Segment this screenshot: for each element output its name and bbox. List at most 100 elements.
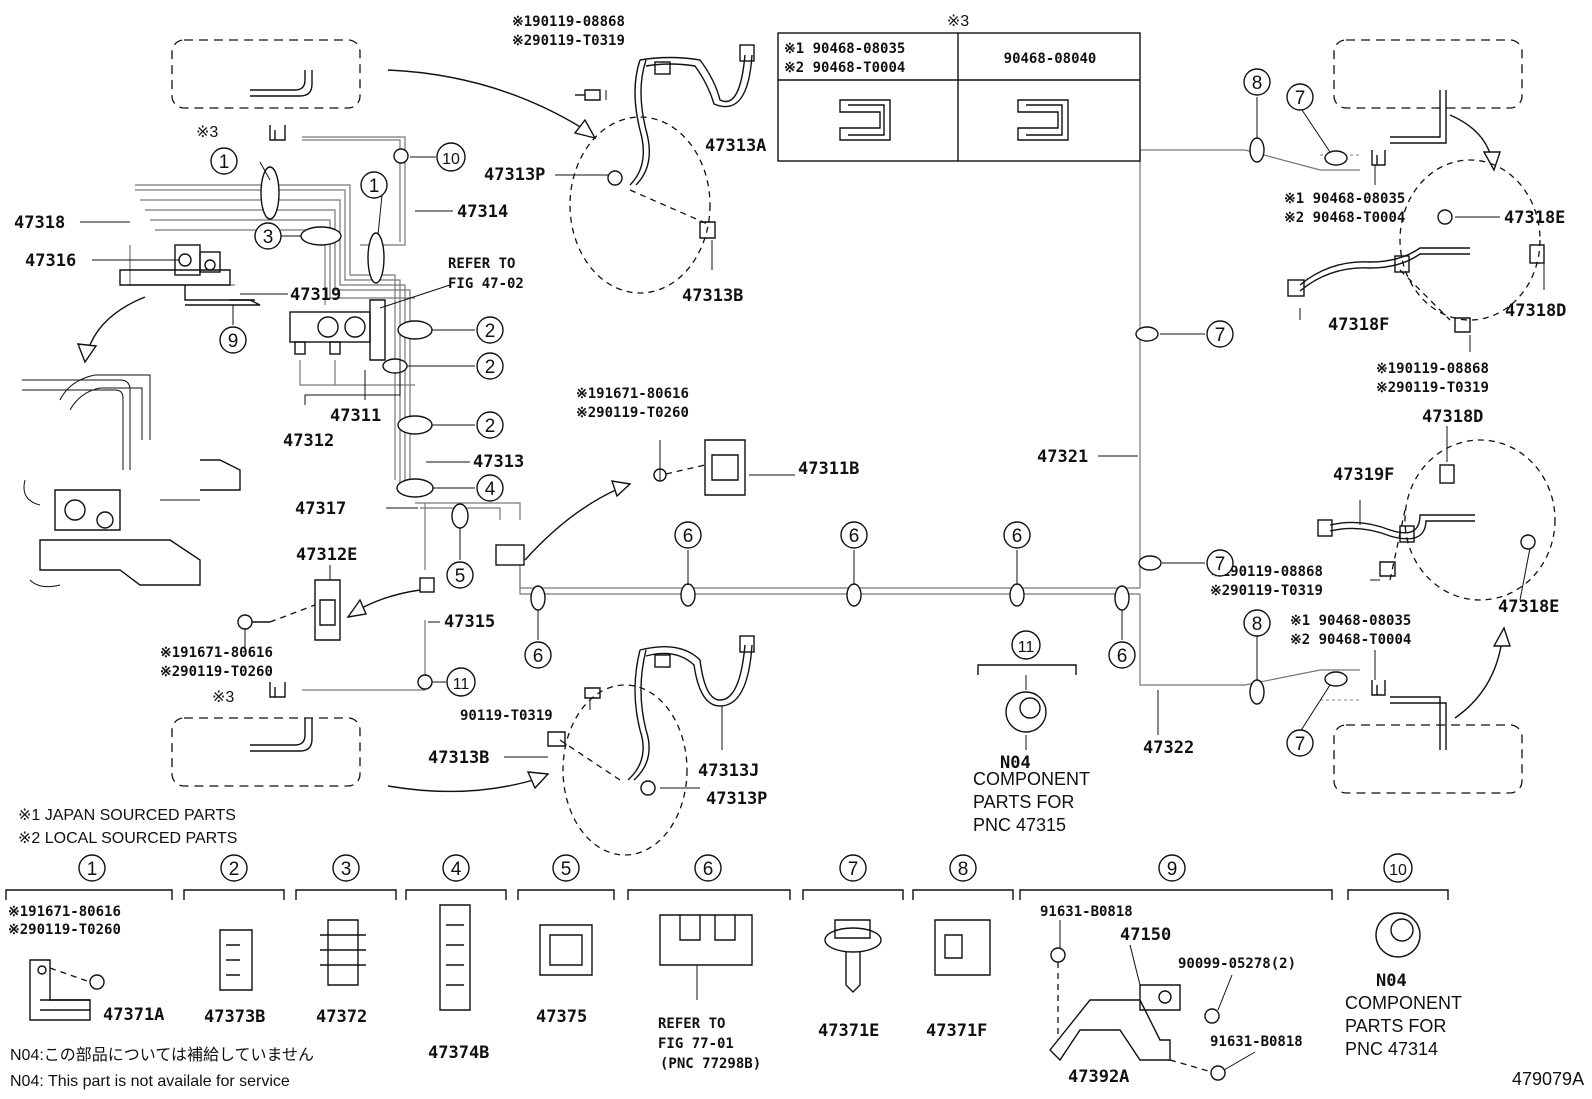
- note-n04-japanese: N04:この部品については補給していません: [10, 1046, 314, 1064]
- svg-text:7: 7: [1215, 325, 1226, 346]
- diagram-id: 479079A: [1512, 1069, 1584, 1089]
- callout-47313: 47313: [473, 452, 524, 472]
- svg-text:8: 8: [1252, 614, 1263, 635]
- svg-text:2: 2: [485, 321, 496, 342]
- legend-1-code-2: ※290119-T0260: [8, 922, 121, 938]
- svg-text:7: 7: [1295, 734, 1306, 755]
- table-mark3-title: ※3: [947, 13, 969, 30]
- callout-90119-T0319: 90119-T0319: [460, 708, 553, 724]
- hose-47313A-dash-circle: [569, 116, 711, 294]
- callout-47313J: 47313J: [698, 761, 759, 781]
- callout-47313A: 47313A: [705, 136, 766, 156]
- legend-10-code: N04: [1376, 971, 1407, 991]
- component-n04-pnc47315: 11 N04 COMPONENT PARTS FOR PNC 47315: [973, 630, 1090, 835]
- svg-text:6: 6: [533, 646, 544, 667]
- legend-5-part: 47375: [536, 1007, 587, 1027]
- code-top-bolt-2: ※290119-T0319: [512, 33, 625, 49]
- callout-47318E-top: 47318E: [1504, 208, 1565, 228]
- table-mark3: ※3 ※1 90468-08035 ※2 90468-T0004 90468-0…: [777, 13, 1141, 162]
- svg-text:5: 5: [455, 566, 466, 587]
- legend-1-part: 47371A: [103, 1005, 164, 1025]
- svg-text:4: 4: [451, 859, 462, 880]
- svg-text:4: 4: [485, 479, 496, 500]
- component-n04-line3: PNC 47315: [973, 815, 1066, 835]
- legend-1-code-1: ※191671-80616: [8, 904, 121, 920]
- callout-47319F: 47319F: [1333, 465, 1394, 485]
- legend-9-part-b: 47150: [1120, 925, 1171, 945]
- svg-text:6: 6: [1012, 526, 1023, 547]
- hose-47319F: [1317, 439, 1556, 601]
- svg-text:8: 8: [1252, 73, 1263, 94]
- bracket-47311: [289, 299, 386, 361]
- callout-47312: 47312: [283, 431, 334, 451]
- svg-text:7: 7: [1295, 88, 1306, 109]
- svg-text:1: 1: [219, 152, 230, 173]
- legend-10-line3: PNC 47314: [1345, 1039, 1438, 1059]
- callout-47318: 47318: [14, 213, 65, 233]
- vehicle-outline-top-left: [171, 39, 361, 109]
- note-local-sourced: ※2 LOCAL SOURCED PARTS: [18, 830, 237, 847]
- hose-47313A: [569, 44, 755, 294]
- svg-text:1: 1: [369, 176, 380, 197]
- callout-47317: 47317: [295, 499, 346, 519]
- code-e-bolt-1: ※191671-80616: [160, 645, 273, 661]
- vehicle-outline-bottom-right: [1333, 724, 1523, 794]
- code-r-mid-bolt-2: ※290119-T0319: [1376, 380, 1489, 396]
- legend-3-part: 47372: [316, 1007, 367, 1027]
- legend-9-part-d: 91631-B0818: [1210, 1034, 1303, 1050]
- svg-text:9: 9: [228, 331, 239, 352]
- code-top-bolt-1: ※190119-08868: [512, 14, 625, 30]
- code-r-low-bolt-2: ※290119-T0319: [1210, 583, 1323, 599]
- svg-text:2: 2: [229, 859, 240, 880]
- legend-4-part: 47374B: [428, 1043, 489, 1063]
- callout-47312E: 47312E: [296, 545, 357, 565]
- legend-8-part: 47371F: [926, 1021, 987, 1041]
- svg-text:6: 6: [849, 526, 860, 547]
- clip-47311B: [653, 439, 746, 496]
- code-r-low-clip-2: ※2 90468-T0004: [1290, 632, 1411, 648]
- legend-10-line1: COMPONENT: [1345, 993, 1462, 1013]
- refer-fig-line2: FIG 47-02: [448, 276, 524, 292]
- master-cylinder-sketch: [22, 374, 241, 588]
- callout-47318D-middle: 47318D: [1422, 407, 1483, 427]
- vehicle-outline-top-right: [1333, 39, 1523, 109]
- callout-47321: 47321: [1037, 447, 1088, 467]
- callout-47313P-top: 47313P: [484, 165, 545, 185]
- clip-47312E: [237, 579, 341, 641]
- code-mark3-top: ※3: [196, 124, 218, 141]
- svg-text:11: 11: [1018, 639, 1035, 656]
- component-n04-line2: PARTS FOR: [973, 792, 1074, 812]
- legend-2-part: 47373B: [204, 1007, 265, 1027]
- legend: 1 ※191671-80616 ※290119-T0260 47371A 2 4…: [5, 853, 1462, 1087]
- legend-9-part-e: 47392A: [1068, 1067, 1129, 1087]
- callout-47313B-top: 47313B: [682, 286, 743, 306]
- svg-text:6: 6: [703, 859, 714, 880]
- code-mark3-bottom: ※3: [212, 689, 234, 706]
- hose-47318F: [1287, 159, 1545, 333]
- note-japan-sourced: ※1 JAPAN SOURCED PARTS: [18, 807, 236, 824]
- component-n04-line1: COMPONENT: [973, 769, 1090, 789]
- callout-47314: 47314: [457, 202, 508, 222]
- index-circles: 1 1 3 9 10 2 2 2 4 5 6 6 6 6 6 11 7 7 8 …: [210, 68, 1314, 757]
- svg-text:9: 9: [1167, 859, 1178, 880]
- svg-text:10: 10: [1389, 862, 1407, 879]
- code-r-low-bolt-1: ※190119-08868: [1210, 564, 1323, 580]
- vehicle-outline-bottom-left: [171, 717, 361, 787]
- table-mark3-left-1: ※1 90468-08035: [784, 41, 905, 57]
- callout-47313P-bottom: 47313P: [706, 789, 767, 809]
- callout-47318F: 47318F: [1328, 315, 1389, 335]
- legend-9-part-c: 90099-05278(2): [1178, 956, 1296, 972]
- svg-text:10: 10: [442, 151, 460, 168]
- svg-text:2: 2: [485, 357, 496, 378]
- code-r-top-clip-2: ※2 90468-T0004: [1284, 210, 1405, 226]
- svg-text:7: 7: [848, 859, 859, 880]
- svg-text:3: 3: [341, 859, 352, 880]
- code-mid-bolt-1: ※191671-80616: [576, 386, 689, 402]
- table-mark3-left-2: ※2 90468-T0004: [784, 60, 905, 76]
- svg-text:6: 6: [683, 526, 694, 547]
- callout-47313B-bottom: 47313B: [428, 748, 489, 768]
- table-mark3-right: 90468-08040: [1004, 51, 1097, 67]
- clip-shape-left: [839, 99, 891, 141]
- callout-47322: 47322: [1143, 738, 1194, 758]
